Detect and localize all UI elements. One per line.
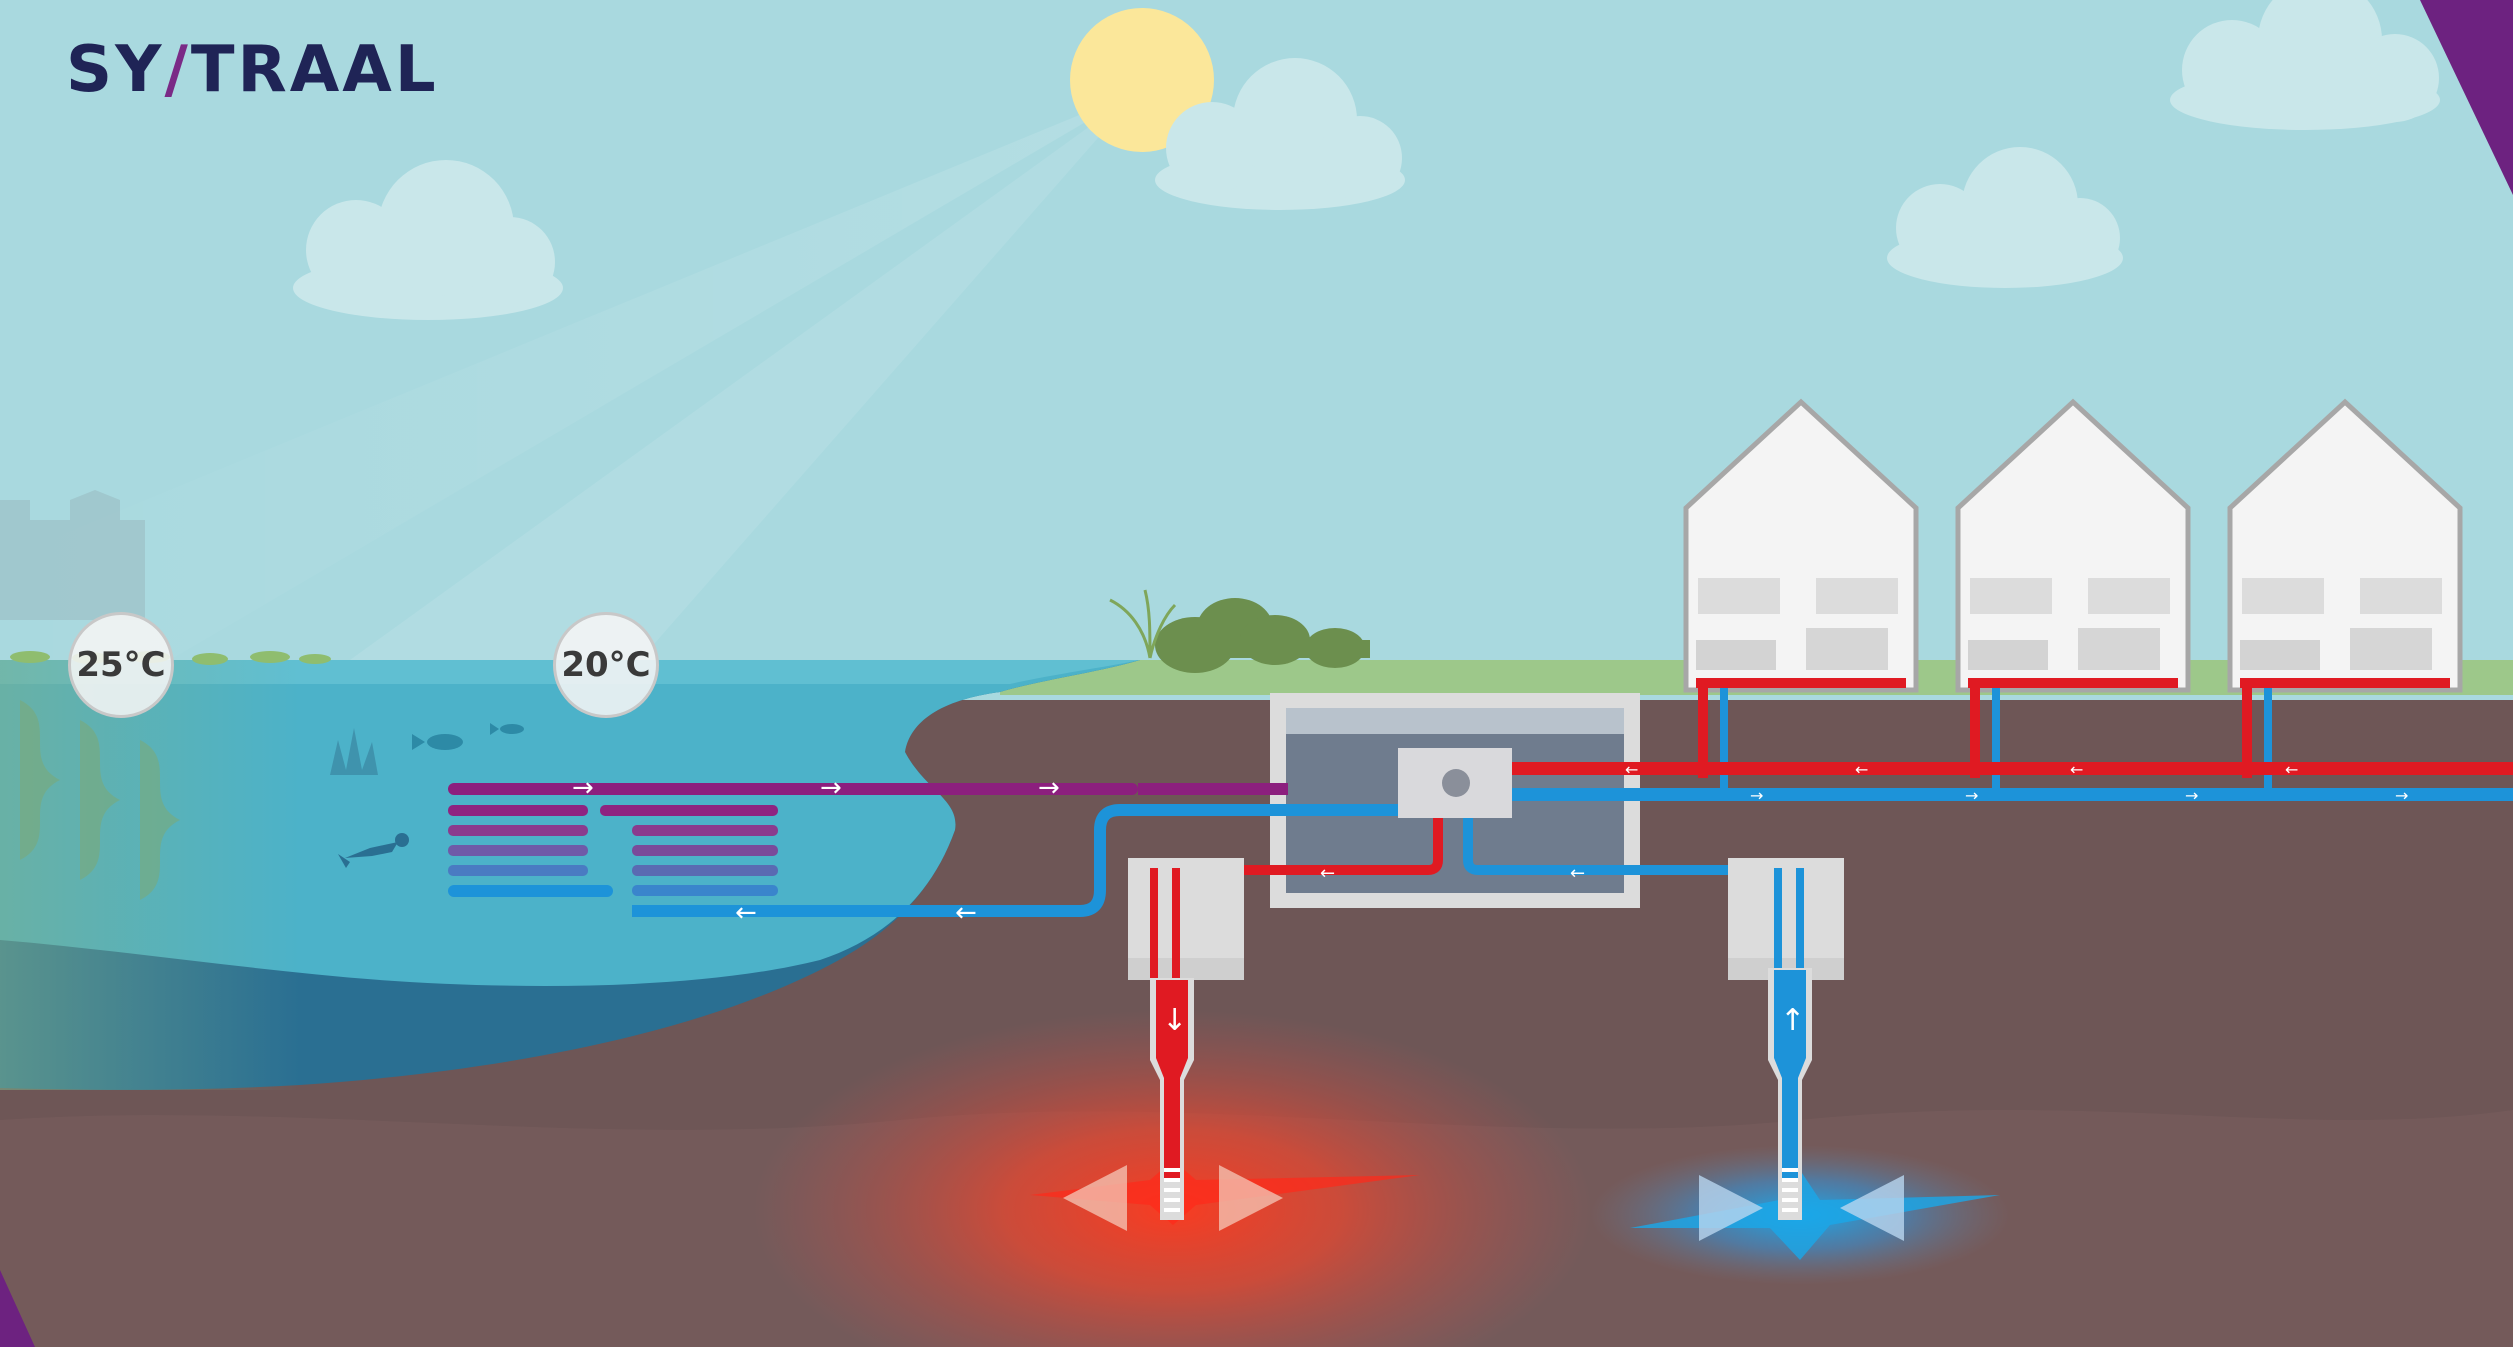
window-shape	[2088, 578, 2170, 614]
reeds	[1109, 589, 1177, 659]
cold-return-pipe	[632, 804, 1400, 917]
intake-temperature-badge: 20°C	[553, 612, 659, 718]
flow-arrow-right: →	[1750, 786, 1763, 805]
arrow-left-icon	[1840, 1175, 1904, 1241]
sofa-icon	[2240, 640, 2320, 670]
flow-arrow-left: ←	[2285, 760, 2298, 779]
surface-temperature-badge: 25°C	[68, 612, 174, 718]
brand-logo-text-start: SY	[66, 33, 165, 107]
flow-arrow-right: →	[2395, 786, 2408, 805]
heat-exchanger-coils	[448, 805, 778, 897]
house-body	[1683, 398, 1919, 693]
house-heating-pipe	[1696, 678, 1906, 688]
house-body	[2227, 398, 2463, 693]
sun-rays	[350, 90, 1140, 660]
city-silhouette	[0, 490, 145, 620]
arrow-right-icon	[1219, 1165, 1283, 1231]
cloud	[1887, 147, 2123, 288]
warm-well	[1128, 858, 1244, 1220]
flow-arrow-down: ↓	[1162, 1003, 1187, 1038]
flow-arrow-right: →	[2185, 786, 2198, 805]
house-hot-supply	[2242, 688, 2252, 778]
brand-logo-mark: ∕	[164, 33, 191, 107]
sun-icon	[1070, 8, 1214, 152]
sun-rays	[0, 90, 1140, 760]
inward-cold-arrows	[1699, 1175, 1904, 1241]
clouds	[293, 0, 2440, 320]
outward-heat-arrows	[1063, 1165, 1283, 1231]
flow-arrow-up: ↑	[1780, 1003, 1805, 1038]
flow-arrow-right: →	[1038, 773, 1060, 803]
flow-arrow-left: ←	[1855, 760, 1868, 779]
intake-pipe	[448, 783, 1138, 795]
coral	[330, 728, 378, 775]
house-heating-pipe	[1968, 678, 2178, 688]
water-plants	[20, 700, 180, 900]
flow-arrow-right: →	[572, 773, 594, 803]
brand-logo: SY∕TRAAL	[66, 38, 439, 102]
flow-arrow-left: ←	[735, 898, 757, 928]
flow-arrow-left: ←	[955, 898, 977, 928]
house-icon	[1955, 398, 2191, 796]
cold-zone-spread	[1630, 1170, 2000, 1260]
cloud	[1155, 58, 1405, 210]
flow-arrow-right: →	[820, 773, 842, 803]
window-shape	[1970, 578, 2052, 614]
house-cold-return	[2264, 688, 2272, 796]
cloud	[293, 160, 563, 320]
sofa-icon	[1696, 640, 1776, 670]
hot-distribution-pipe	[1512, 762, 2513, 775]
house-heating-pipe	[2240, 678, 2450, 688]
fish-icon	[412, 734, 463, 750]
pump-icon	[1442, 769, 1470, 797]
window-shape	[2242, 578, 2324, 614]
intake-pipe	[1138, 783, 1288, 795]
houses	[1683, 398, 2463, 796]
brand-logo-text-end: TRAAL	[190, 33, 439, 107]
cold-well	[1728, 858, 1844, 1220]
corner-accent	[0, 1270, 35, 1347]
sofa-icon	[2078, 628, 2160, 670]
cloud	[2170, 0, 2440, 130]
window-shape	[1698, 578, 1780, 614]
flow-arrow-left: ←	[1625, 760, 1638, 779]
house-cold-return	[1720, 688, 1728, 796]
diver-icon	[338, 833, 409, 868]
corner-accent	[2420, 0, 2513, 195]
sofa-icon	[1968, 640, 2048, 670]
arrow-left-icon	[1063, 1165, 1127, 1231]
flow-arrow-left: ←	[1570, 863, 1585, 884]
sofa-icon	[2350, 628, 2432, 670]
flow-arrow-left: ←	[1320, 863, 1335, 884]
flow-arrow-left: ←	[2070, 760, 2083, 779]
flow-arrows: → → → ← ← ← ← ← ← ← ← → → → → ↓ ↑	[572, 760, 2408, 1038]
window-shape	[2360, 578, 2442, 614]
cold-distribution-pipe	[1512, 788, 2513, 801]
flow-arrow-right: →	[1965, 786, 1978, 805]
house-body	[1955, 398, 2191, 693]
house-icon	[2227, 398, 2463, 796]
fish-icon	[490, 723, 524, 735]
house-hot-supply	[1970, 688, 1980, 778]
bushes	[1155, 598, 1370, 673]
chamber-top-band	[1286, 708, 1624, 734]
house-icon	[1683, 398, 1919, 796]
sofa-icon	[1806, 628, 1888, 670]
house-hot-supply	[1698, 688, 1708, 778]
house-cold-return	[1992, 688, 2000, 796]
arrow-right-icon	[1699, 1175, 1763, 1241]
window-shape	[1816, 578, 1898, 614]
